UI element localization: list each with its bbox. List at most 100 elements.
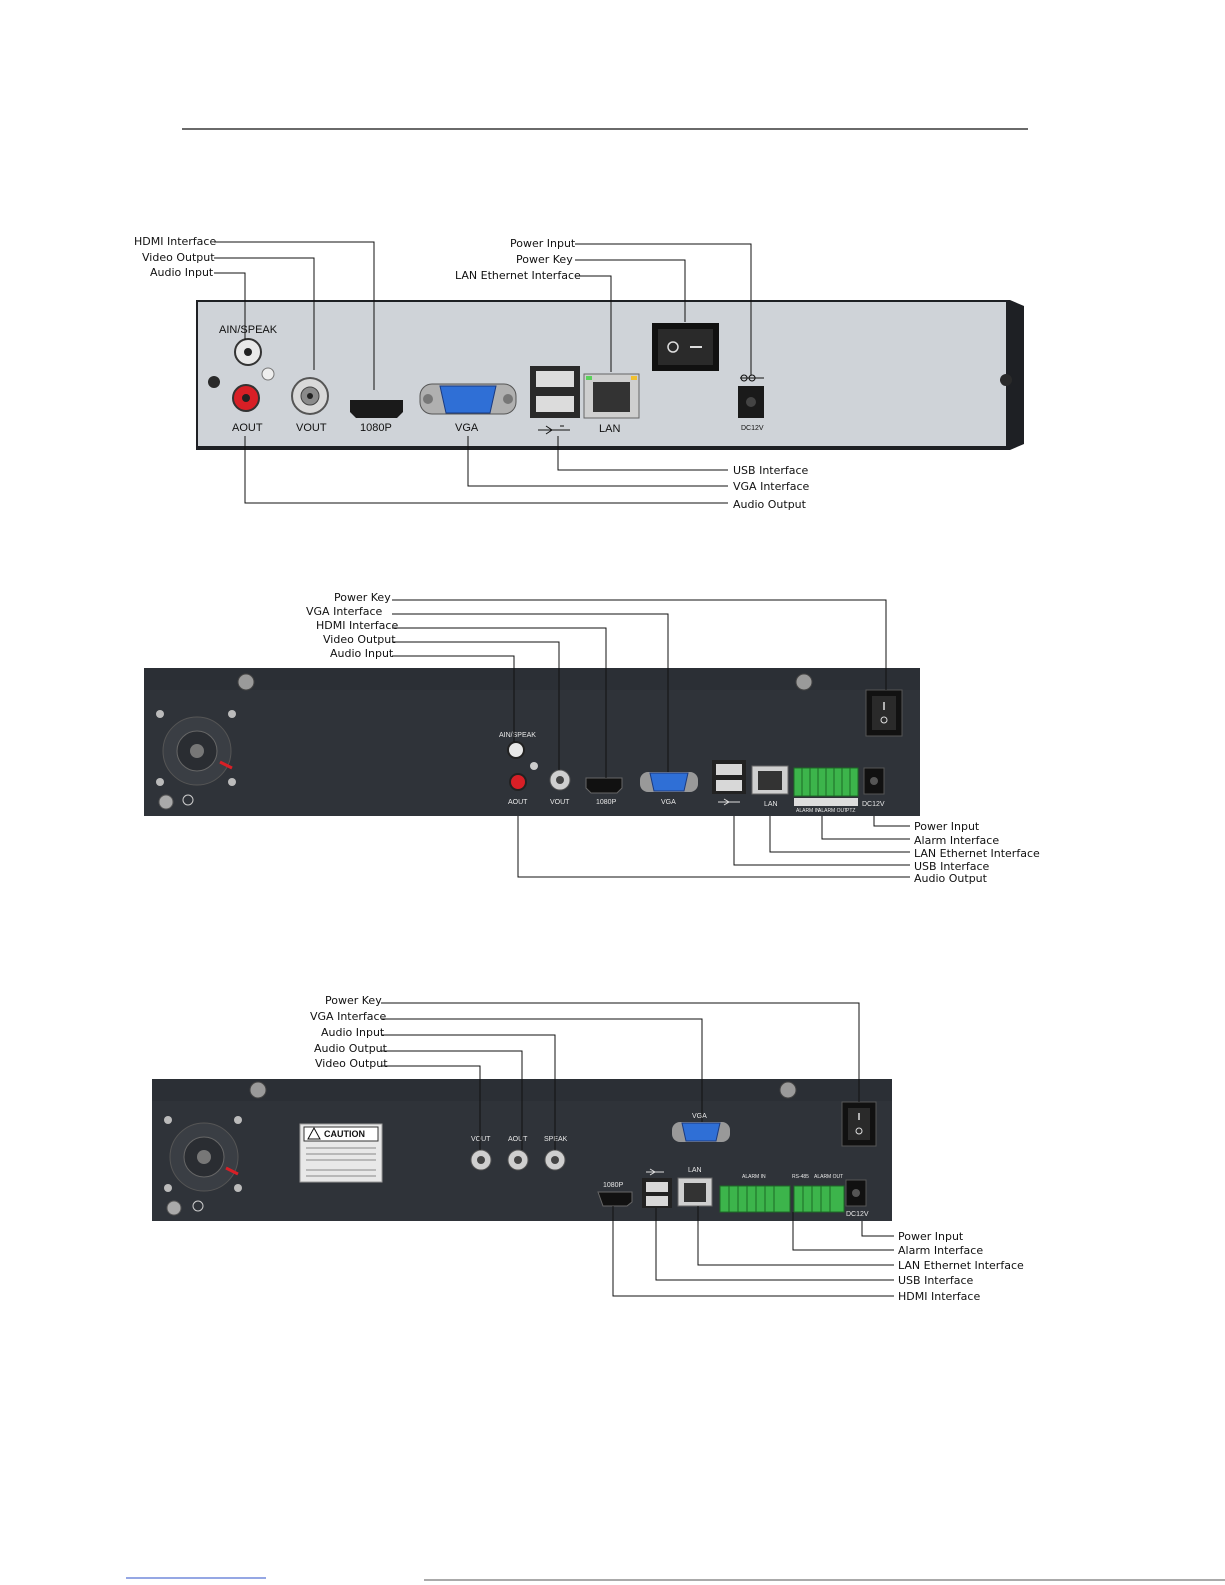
- screw-icon: [795, 673, 813, 691]
- leader-lan: [769, 816, 910, 853]
- device-panel-b: AIN/SPEAK AOUT VOUT 1080P VGA LA: [144, 668, 920, 816]
- port-label-hdmi: 1080P: [596, 799, 617, 806]
- alarm-out-terminal-icon: [793, 1185, 845, 1213]
- callout-usb-interface: USB Interface: [898, 1274, 974, 1287]
- callout-lan-ethernet: LAN Ethernet Interface: [455, 269, 581, 282]
- leader-audio-input: [381, 1034, 556, 1150]
- rca-white-jack-icon: [507, 741, 525, 759]
- port-label-dc: DC12V: [862, 801, 885, 808]
- screw-icon: [1000, 374, 1012, 386]
- callout-audio-output: Audio Output: [314, 1042, 388, 1055]
- leader-lan: [575, 275, 612, 372]
- port-label-alarm-in: ALARM IN: [742, 1174, 766, 1180]
- callout-power-input: Power Input: [914, 820, 980, 833]
- port-label-vga: VGA: [692, 1113, 707, 1120]
- leader-power-key: [381, 1002, 860, 1102]
- callout-alarm-interface: Alarm Interface: [914, 834, 999, 847]
- leader-video-output: [381, 1065, 481, 1150]
- leader-video-output: [214, 257, 315, 370]
- callout-power-key: Power Key: [516, 253, 573, 266]
- vga-port-icon: [649, 772, 689, 792]
- callout-audio-input: Audio Input: [321, 1026, 385, 1039]
- leader-usb: [733, 816, 910, 866]
- leader-video-output: [392, 641, 560, 770]
- port-label-vout: VOUT: [550, 799, 570, 806]
- leader-audio-input: [214, 272, 246, 340]
- callout-video-output: Video Output: [323, 633, 396, 646]
- leader-power-input: [575, 243, 752, 375]
- ground-symbol-icon: [182, 794, 194, 806]
- device-panel-a: AIN/SPEAK AOUT VOUT 1080P VGA: [196, 300, 1024, 450]
- callout-lan-ethernet: LAN Ethernet Interface: [914, 847, 1040, 860]
- ground-screw-icon: [166, 1200, 182, 1216]
- leader-usb: [655, 1208, 894, 1281]
- callout-hdmi-interface: HDMI Interface: [316, 619, 398, 632]
- port-label-aout: AOUT: [508, 799, 528, 806]
- leader-power-input: [861, 1221, 894, 1237]
- leader-audio-output: [381, 1050, 523, 1150]
- fan-vent-icon: [156, 710, 236, 786]
- diagram-model-b: AIN/SPEAK AOUT VOUT 1080P VGA LA: [144, 591, 1040, 885]
- panel-top-lip: [144, 668, 920, 690]
- port-label-alarm-in: ALARM IN: [796, 808, 820, 814]
- port-label-dc: DC12V: [741, 425, 764, 432]
- leader-hdmi: [214, 241, 375, 390]
- leader-lan: [697, 1206, 894, 1266]
- diagram-model-c: CAUTION VOUT AOUT SPEAK VGA 1080P: [152, 994, 1024, 1303]
- port-label-vout: VOUT: [471, 1136, 491, 1143]
- caution-label: CAUTION: [299, 1123, 383, 1183]
- screw-icon: [779, 1081, 797, 1099]
- port-label-alarm-out: ALARM OUT: [814, 1174, 843, 1180]
- port-label-lan: LAN: [599, 423, 620, 435]
- hdmi-port-icon: [597, 1191, 633, 1207]
- callout-lan-ethernet: LAN Ethernet Interface: [898, 1259, 1024, 1272]
- callout-power-key: Power Key: [334, 591, 391, 604]
- callout-audio-input: Audio Input: [330, 647, 394, 660]
- screw-icon: [237, 673, 255, 691]
- callout-power-key: Power Key: [325, 994, 382, 1007]
- port-label-hdmi: 1080P: [603, 1182, 624, 1189]
- leader-vga: [392, 613, 669, 772]
- port-label-ain-speak: AIN/SPEAK: [499, 732, 536, 739]
- leader-audio-output: [517, 816, 910, 878]
- callout-hdmi-interface: HDMI Interface: [898, 1290, 980, 1303]
- leader-audio-input: [392, 655, 515, 742]
- usb-symbol-icon: [538, 425, 570, 435]
- callout-power-input: Power Input: [898, 1230, 964, 1243]
- callout-video-output: Video Output: [315, 1057, 388, 1070]
- callout-usb-interface: USB Interface: [733, 464, 809, 477]
- callout-power-input: Power Input: [510, 237, 576, 250]
- leader-alarm: [792, 1212, 894, 1251]
- screw-icon: [208, 376, 220, 388]
- dc-polarity-icon: [740, 374, 764, 382]
- port-label-hdmi: 1080P: [360, 422, 392, 434]
- leader-vga: [381, 1018, 703, 1122]
- diagram-model-a: AIN/SPEAK AOUT VOUT 1080P VGA: [134, 235, 1024, 511]
- leader-power-key: [392, 599, 887, 690]
- screw-icon: [249, 1081, 267, 1099]
- callout-hdmi-interface: HDMI Interface: [134, 235, 216, 248]
- alarm-in-terminal-icon: [719, 1185, 791, 1213]
- panel-face: [144, 690, 920, 816]
- ground-screw-icon: [530, 762, 538, 770]
- leader-hdmi: [612, 1206, 894, 1297]
- rca-red-jack-icon: [509, 773, 527, 791]
- leader-usb: [557, 436, 728, 471]
- fan-vent-icon: [164, 1116, 242, 1192]
- ground-screw-icon: [261, 367, 275, 381]
- port-label-vga: VGA: [455, 422, 479, 434]
- caution-title: CAUTION: [324, 1129, 365, 1139]
- leader-audio-output: [244, 436, 728, 504]
- vga-port-icon: [439, 385, 497, 414]
- hdmi-port-icon: [585, 777, 623, 794]
- leader-alarm: [821, 816, 910, 840]
- usb-symbol-icon: [718, 798, 740, 806]
- port-label-dc: DC12V: [846, 1211, 869, 1218]
- leader-vga: [467, 436, 728, 487]
- port-label-ain-speak: AIN/SPEAK: [219, 324, 278, 336]
- callout-vga-interface: VGA Interface: [310, 1010, 387, 1023]
- port-label-aout: AOUT: [508, 1136, 528, 1143]
- callout-usb-interface: USB Interface: [914, 860, 990, 873]
- port-label-vout: VOUT: [296, 422, 327, 434]
